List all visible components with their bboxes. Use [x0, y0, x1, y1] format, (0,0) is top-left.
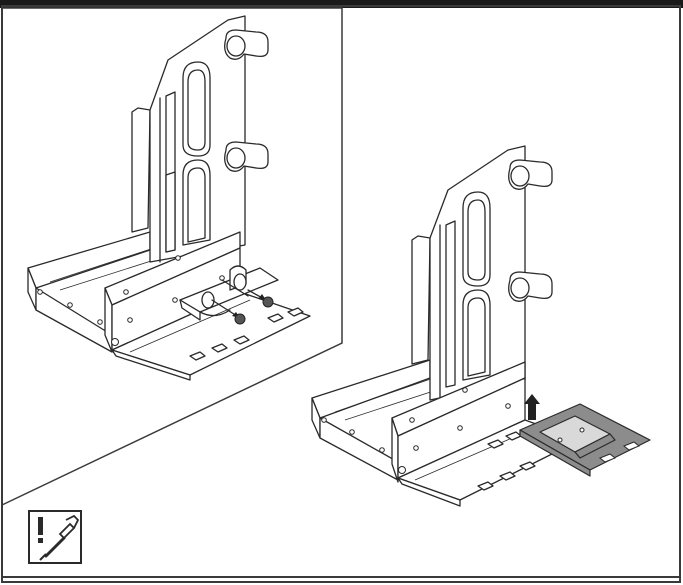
header-bar [0, 0, 683, 8]
outer-border [1, 5, 681, 583]
screwdriver-caution-icon [28, 510, 82, 564]
removed-mounting-plate [519, 403, 651, 477]
step-1-panel-border [1, 7, 343, 506]
step-1-bracket [27, 15, 311, 381]
screw-removal-arrows [211, 279, 274, 325]
lift-arrow-icon [524, 394, 540, 420]
step-2-bracket [311, 145, 581, 507]
screw-icon [234, 313, 246, 325]
screw-icon [262, 296, 274, 308]
